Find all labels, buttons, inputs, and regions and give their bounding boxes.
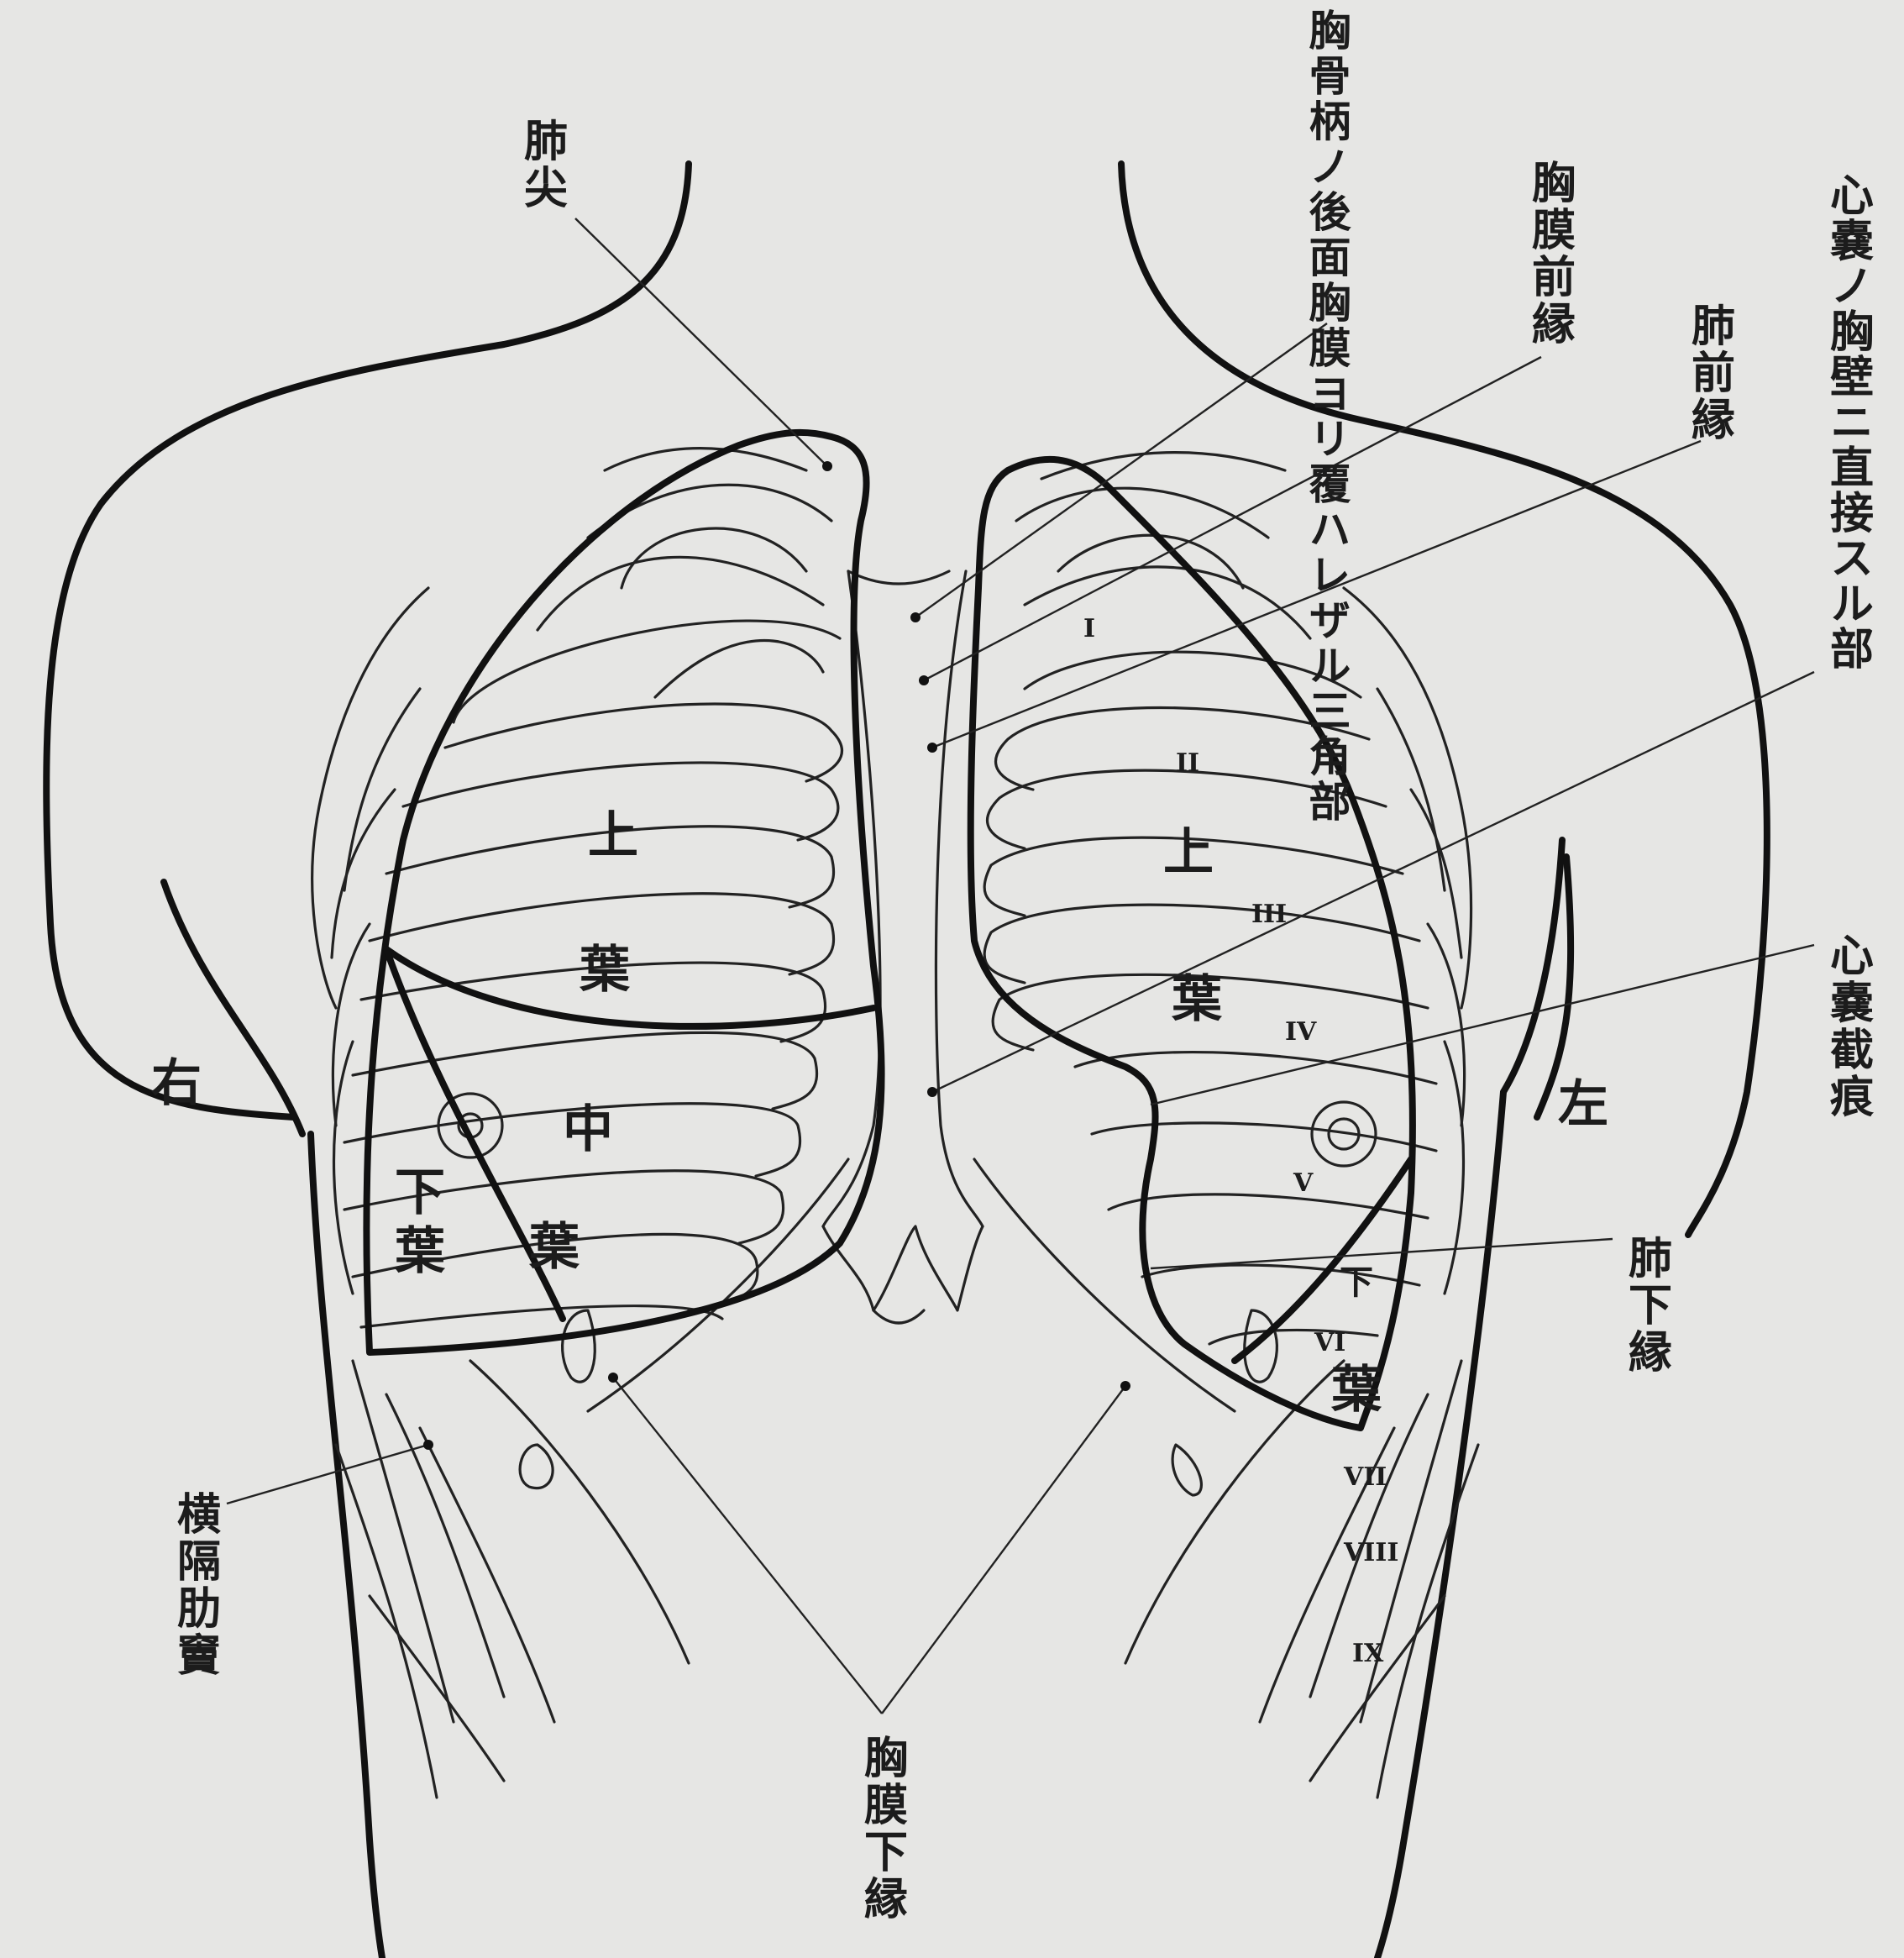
right-side-label: 右: [151, 1054, 202, 1113]
apex-label: 肺尖: [517, 118, 568, 212]
costodiaphragmatic-recess-label: 横隔肋竇: [170, 1491, 221, 1679]
rib-numeral-7: VII: [1343, 1462, 1387, 1492]
rib-numeral-3: III: [1251, 900, 1287, 929]
right-lower-lobe-char-1: 下: [395, 1163, 445, 1222]
right-upper-lobe-char-2: 葉: [579, 941, 631, 1000]
left-lower-lobe-char-1: 下: [1340, 1262, 1373, 1302]
body-outline: [46, 164, 1767, 1958]
lung-anterior-border-label: 肺前縁: [1684, 302, 1735, 444]
leader-dots: [423, 461, 1130, 1450]
left-side-label: 左: [1558, 1075, 1608, 1134]
rib-numeral-1: I: [1083, 614, 1095, 643]
rib-numeral-9: IX: [1352, 1639, 1384, 1668]
left-lower-lobe-char-2: 葉: [1330, 1361, 1382, 1420]
right-middle-lobe-char-2: 葉: [528, 1218, 580, 1277]
rib-numeral-8: VIII: [1343, 1538, 1398, 1567]
pleura-anterior-border-label: 胸膜前縁: [1524, 160, 1576, 348]
left-upper-lobe-char-2: 葉: [1171, 970, 1223, 1029]
right-upper-lobe-char-1: 上: [588, 806, 638, 865]
leader-lines: [227, 218, 1814, 1714]
right-lower-lobe-char-2: 葉: [394, 1222, 446, 1281]
cardiac-notch-label: 心嚢截痕: [1823, 932, 1874, 1121]
pleura-inferior-border-label: 胸膜下縁: [857, 1735, 908, 1923]
left-upper-lobe-char-1: 上: [1163, 823, 1214, 882]
right-middle-lobe-char-1: 中: [563, 1100, 613, 1159]
rib-numeral-6: VI: [1314, 1328, 1345, 1357]
retro-manubrial-label: 胸骨柄ノ後面胸膜ヨリ覆ハレザル三角部: [1303, 8, 1352, 825]
lung-inferior-border-label: 肺下縁: [1621, 1235, 1672, 1376]
pericardium-direct-contact-label: 心嚢ノ胸壁ニ直接スル部: [1823, 172, 1874, 671]
rib-numeral-2: II: [1176, 748, 1199, 778]
rib-numeral-5: V: [1293, 1168, 1314, 1198]
rib-numeral-4: IV: [1285, 1017, 1317, 1047]
